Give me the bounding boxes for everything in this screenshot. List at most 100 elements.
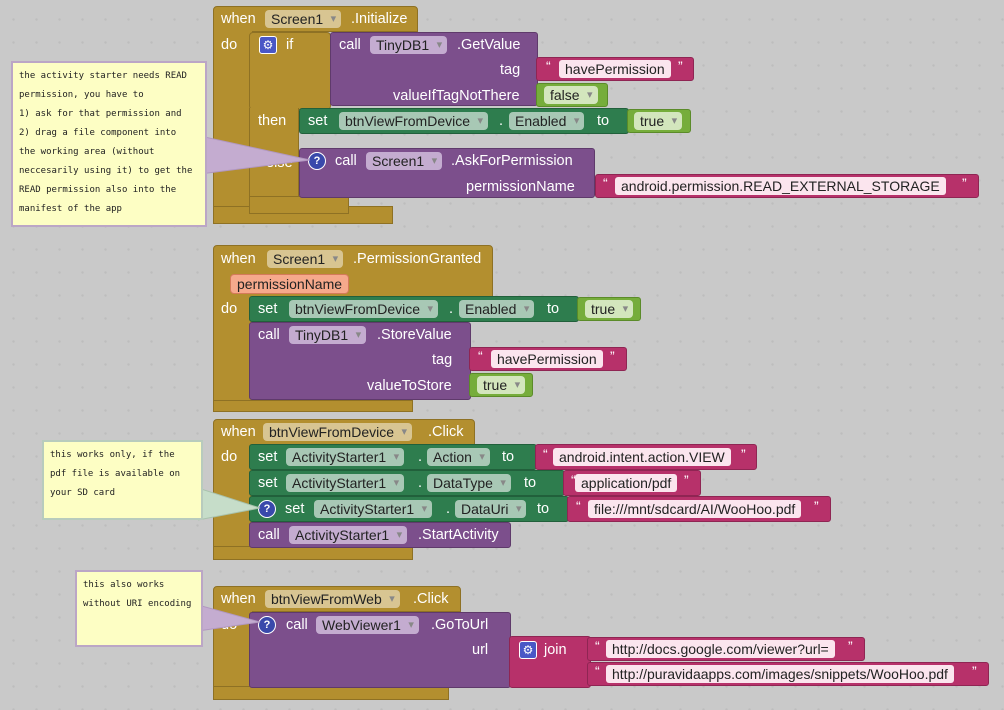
action-dropdown[interactable]: Action [427,448,490,466]
do-keyword: do [221,301,238,317]
quote-icon: “ [478,348,483,364]
activitystarter1-dropdown[interactable]: ActivityStarter1 [286,474,405,492]
set-keyword: set [308,113,328,129]
gotourl-method-label: .GoToUrl [431,617,489,633]
screen1-dropdown[interactable]: Screen1 [366,152,443,170]
tinydb1-dropdown[interactable]: TinyDB1 [370,36,448,54]
quote-icon: “ [571,472,576,488]
when-keyword: when [221,424,256,440]
enabled-dropdown[interactable]: Enabled [509,112,585,130]
quote-icon: ” [678,58,683,74]
event-initialize-label: .Initialize [351,11,408,27]
text-value[interactable]: android.permission.READ_EXTERNAL_STORAGE [615,177,946,195]
quote-icon: ” [962,175,967,191]
screen1-dropdown[interactable]: Screen1 [265,10,342,28]
call-keyword: call [339,37,361,53]
quote-icon: “ [595,638,600,654]
comment-text: this also works without URI encoding [75,570,203,647]
comment-pointer [198,488,261,521]
text-value[interactable]: havePermission [491,350,603,368]
text-value[interactable]: havePermission [559,60,671,78]
activitystarter1-dropdown[interactable]: ActivityStarter1 [314,500,433,518]
set-keyword: set [258,301,278,317]
btnviewfromdevice-dropdown[interactable]: btnViewFromDevice [289,300,439,318]
activitystarter1-dropdown[interactable]: ActivityStarter1 [286,448,405,466]
do-keyword: do [221,37,238,53]
btnviewfromdevice-dropdown[interactable]: btnViewFromDevice [339,112,489,130]
to-keyword: to [502,449,515,465]
set-keyword: set [258,449,278,465]
tinydb1-dropdown[interactable]: TinyDB1 [289,326,367,344]
text-value[interactable]: application/pdf [575,474,678,492]
datatype-dropdown[interactable]: DataType [427,474,511,492]
url-label: url [472,642,489,658]
quote-icon: ” [741,446,746,462]
comment-text: the activity starter needs READ permissi… [11,61,207,227]
btnviewfromdevice-dropdown[interactable]: btnViewFromDevice [263,423,413,441]
quote-icon: “ [546,58,551,74]
when-keyword: when [221,11,256,27]
event-permission-granted-label: .PermissionGranted [353,251,482,267]
call-keyword: call [258,527,280,543]
text-value[interactable]: file:///mnt/sdcard/AI/WooHoo.pdf [588,500,802,518]
do-keyword: do [221,449,238,465]
quote-icon: “ [595,663,600,679]
startactivity-method-label: .StartActivity [418,527,499,543]
event-click-label: .Click [428,424,464,440]
to-keyword: to [597,113,610,129]
when-keyword: when [221,251,256,267]
webviewer-gotourl-block[interactable] [249,612,511,688]
quote-icon: ” [972,663,977,679]
true-dropdown[interactable]: true [477,376,526,394]
to-keyword: to [524,475,537,491]
comment-pointer [198,605,261,632]
permission-name-param[interactable]: permissionName [230,274,350,294]
enabled-dropdown[interactable]: Enabled [459,300,535,318]
quote-icon: “ [543,446,548,462]
when-keyword: when [221,591,256,607]
value-if-tag-not-there-label: valueIfTagNotThere [393,88,520,104]
call-keyword: call [335,153,357,169]
gear-icon[interactable]: ⚙ [519,641,537,659]
true-dropdown[interactable]: true [585,300,634,318]
set-keyword: set [258,475,278,491]
btnviewfromweb-dropdown[interactable]: btnViewFromWeb [265,590,400,608]
to-keyword: to [537,501,550,517]
quote-icon: ” [610,348,615,364]
help-icon[interactable]: ? [258,616,276,634]
true-dropdown[interactable]: true [634,112,683,130]
activitystarter1-dropdown[interactable]: ActivityStarter1 [289,526,408,544]
event-click-label: .Click [413,591,449,607]
join-keyword: join [544,642,567,658]
tag-label: tag [500,62,521,78]
call-keyword: call [286,617,308,633]
datauri-dropdown[interactable]: DataUri [455,500,527,518]
ask-for-permission-block[interactable] [299,148,595,198]
askforpermission-method-label: .AskForPermission [451,153,573,169]
text-value[interactable]: http://docs.google.com/viewer?url= [606,640,835,658]
call-keyword: call [258,327,280,343]
set-keyword: set [285,501,305,517]
storevalue-method-label: .StoreValue [377,327,452,343]
quote-icon: “ [603,175,608,191]
text-value[interactable]: http://puravidaapps.com/images/snippets/… [606,665,954,683]
text-value[interactable]: android.intent.action.VIEW [553,448,731,466]
webviewer1-dropdown[interactable]: WebViewer1 [316,616,419,634]
comment-text: this works only, if the pdf file is avai… [42,440,203,520]
gear-icon[interactable]: ⚙ [259,36,277,54]
value-to-store-label: valueToStore [367,378,452,394]
quote-icon: ” [684,472,689,488]
help-icon[interactable]: ? [258,500,276,518]
comment-pointer [200,136,311,175]
to-keyword: to [547,301,560,317]
then-keyword: then [258,113,287,129]
help-icon[interactable]: ? [308,152,326,170]
permission-name-label: permissionName [466,179,575,195]
screen1-dropdown[interactable]: Screen1 [267,250,344,268]
false-dropdown[interactable]: false [544,86,598,104]
tag-label: tag [432,352,453,368]
quote-icon: ” [814,498,819,514]
quote-icon: ” [848,638,853,654]
quote-icon: “ [576,498,581,514]
if-keyword: if [286,37,294,53]
